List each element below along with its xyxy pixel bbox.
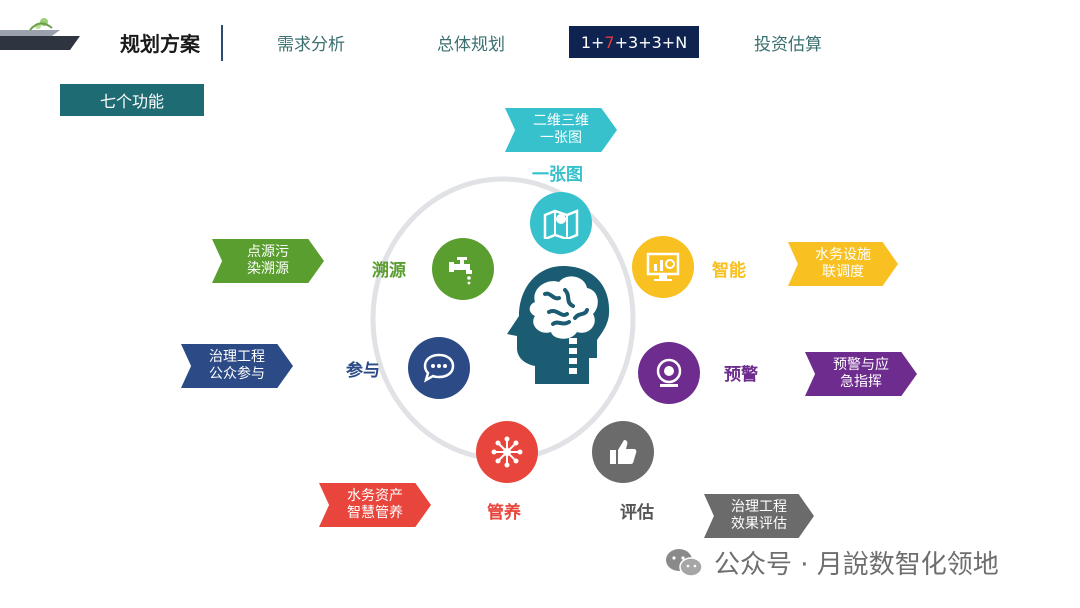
tag-line-1: 点源污 <box>247 244 289 261</box>
function-trace-label: 溯源 <box>372 256 406 281</box>
framework-part-3: +3+3+N <box>615 33 688 52</box>
function-evaluate-tag: 治理工程效果评估 <box>704 494 814 538</box>
function-warn-label: 预警 <box>724 360 758 385</box>
section-tag: 七个功能 <box>60 84 204 116</box>
function-smart-tag: 水务设施联调度 <box>788 242 898 286</box>
nav-item-investment[interactable]: 投资估算 <box>754 30 822 55</box>
tag-line-2: 公众参与 <box>209 366 265 383</box>
nav-item-overall-plan[interactable]: 总体规划 <box>437 30 505 55</box>
tag-line-2: 效果评估 <box>731 516 787 533</box>
tag-line-2: 联调度 <box>815 264 871 281</box>
function-smart-label: 智能 <box>712 256 746 281</box>
function-evaluate-label: 评估 <box>620 498 654 523</box>
thumbs-up-icon <box>607 436 639 468</box>
function-warn-tag: 预警与应急指挥 <box>805 352 917 396</box>
function-trace-circle[interactable] <box>432 238 494 300</box>
tag-line-1: 预警与应 <box>833 357 889 374</box>
nav-divider <box>221 25 223 61</box>
function-manage-circle[interactable] <box>476 421 538 483</box>
framework-part-1: 1+ <box>581 33 605 52</box>
tag-line-1: 治理工程 <box>209 349 265 366</box>
nav-item-framework[interactable]: 1+7+3+3+N <box>569 26 699 58</box>
tag-line-2: 急指挥 <box>833 374 889 391</box>
chat-bubble-icon <box>422 352 456 384</box>
framework-part-2: 7 <box>604 33 614 52</box>
function-map-tag: 二维三维一张图 <box>505 108 617 152</box>
function-map-circle[interactable] <box>530 192 592 254</box>
tag-line-1: 水务设施 <box>815 247 871 264</box>
tag-line-2: 智慧管养 <box>347 505 403 522</box>
function-warn-circle[interactable] <box>638 342 700 404</box>
map-pin-icon <box>543 207 579 239</box>
brand-corner-graphic <box>0 14 80 54</box>
water-tap-icon <box>446 252 480 286</box>
nav-item-plan[interactable]: 规划方案 <box>120 28 200 57</box>
wechat-icon <box>664 547 704 579</box>
brain-head-icon <box>505 262 615 386</box>
tag-line-1: 治理工程 <box>731 499 787 516</box>
tag-line-1: 水务资产 <box>347 488 403 505</box>
function-engage-label: 参与 <box>346 356 380 381</box>
nav-item-requirements[interactable]: 需求分析 <box>277 30 345 55</box>
function-engage-tag: 治理工程公众参与 <box>181 344 293 388</box>
function-map-label: 一张图 <box>532 160 583 185</box>
network-nodes-icon <box>490 435 524 469</box>
monitor-chart-icon <box>645 251 681 283</box>
watermark-text: 公众号 · 月說数智化领地 <box>714 544 999 581</box>
function-evaluate-circle[interactable] <box>592 421 654 483</box>
tag-line-2: 一张图 <box>533 130 589 147</box>
function-engage-circle[interactable] <box>408 337 470 399</box>
tag-line-1: 二维三维 <box>533 113 589 130</box>
function-trace-tag: 点源污染溯源 <box>212 239 324 283</box>
camera-alert-icon <box>652 356 686 390</box>
function-manage-tag: 水务资产智慧管养 <box>319 483 431 527</box>
function-manage-label: 管养 <box>487 498 521 523</box>
function-smart-circle[interactable] <box>632 236 694 298</box>
watermark: 公众号 · 月說数智化领地 <box>664 544 999 581</box>
tag-line-2: 染溯源 <box>247 261 289 278</box>
